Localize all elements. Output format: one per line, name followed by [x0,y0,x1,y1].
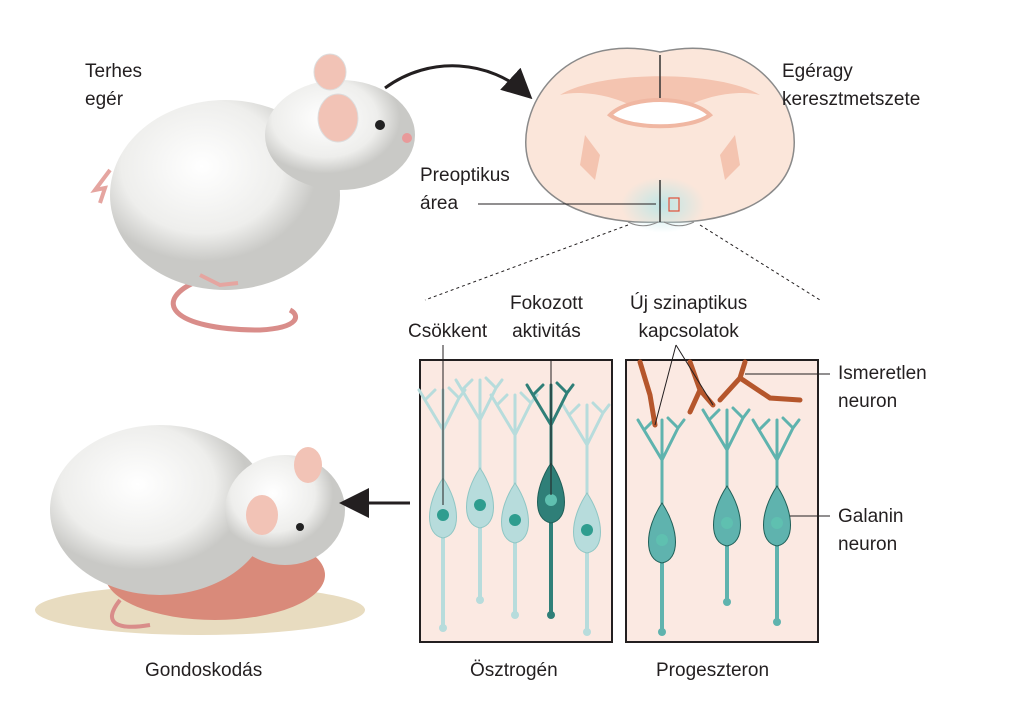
unknown-neuron-axons [637,359,803,428]
mother-mouse-with-pups-illustration [35,425,365,635]
label-caregiving: Gondoskodás [145,660,263,681]
galanin-neuron [701,406,751,606]
galanin-neuron [636,416,686,636]
zoom-guide-left [424,224,629,301]
low-activity-neuron [561,401,611,636]
label-decreased: Csökkent [408,321,488,342]
zoom-guide-right [699,224,821,301]
label-progesterone: Progeszteron [656,660,770,681]
pregnant-mouse-illustration [90,53,415,333]
label-estrogen: Ösztrogén [470,660,558,681]
low-activity-neuron [454,376,504,604]
brain-cross-section [525,47,795,233]
curved-arrow-to-brain [384,64,533,100]
low-activity-neuron [489,391,539,619]
galanin-neuron [751,416,801,626]
